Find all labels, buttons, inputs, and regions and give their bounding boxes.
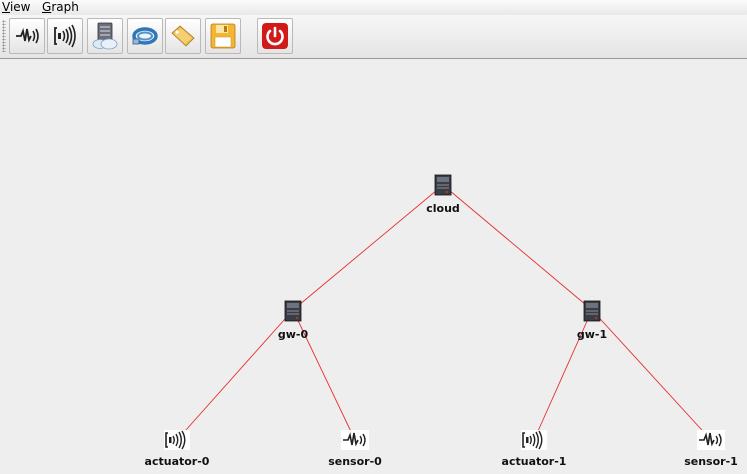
actuator-wave-icon	[521, 430, 547, 450]
edge-gw0-actuator0	[176, 309, 294, 441]
toolbar-grip[interactable]	[2, 20, 6, 52]
server-icon	[284, 300, 302, 322]
actuator-wave-icon	[54, 24, 76, 48]
folder-icon	[171, 25, 195, 47]
exit-button[interactable]	[257, 18, 293, 54]
add-link-button[interactable]	[127, 18, 163, 54]
sensor-wave-icon	[16, 27, 39, 44]
topology-canvas[interactable]: cloud gw-0 gw-1	[0, 59, 747, 474]
node-label-cloud: cloud	[426, 202, 460, 215]
node-sensor-1[interactable]: sensor-1	[684, 430, 738, 468]
edge-cloud-gw1	[442, 184, 593, 311]
node-label-actuator-0: actuator-0	[144, 455, 210, 468]
node-gw-0[interactable]: gw-0	[278, 300, 308, 341]
save-button[interactable]	[205, 18, 241, 54]
actuator-wave-icon	[164, 430, 190, 450]
add-sensor-button[interactable]	[9, 18, 45, 54]
node-label-gw-1: gw-1	[576, 328, 608, 341]
edge-gw0-sensor0	[292, 309, 356, 441]
sensor-wave-icon	[697, 430, 725, 450]
server-icon	[434, 174, 452, 196]
node-actuator-0[interactable]: actuator-0	[145, 430, 209, 468]
open-button[interactable]	[165, 18, 201, 54]
edge-cloud-gw0	[292, 184, 444, 311]
floppy-disk-icon	[210, 23, 236, 49]
server-cloud-icon	[92, 22, 118, 50]
server-icon	[583, 300, 601, 322]
node-cloud[interactable]: cloud	[426, 174, 460, 215]
menu-graph[interactable]: Graph	[42, 0, 79, 14]
cable-icon	[132, 27, 158, 45]
menu-bar: View Graph	[0, 0, 747, 15]
sensor-wave-icon	[341, 430, 369, 450]
node-gw-1[interactable]: gw-1	[577, 300, 607, 341]
edge-gw1-sensor1	[591, 309, 712, 441]
edge-gw1-actuator1	[533, 309, 593, 441]
add-fog-device-button[interactable]	[87, 18, 123, 54]
edge-layer	[176, 184, 712, 441]
toolbar	[0, 15, 747, 59]
node-label-sensor-0: sensor-0	[328, 455, 382, 468]
node-actuator-1[interactable]: actuator-1	[502, 430, 566, 468]
node-label-sensor-1: sensor-1	[684, 455, 738, 468]
power-icon	[262, 23, 288, 49]
menu-view[interactable]: View	[2, 0, 31, 14]
node-sensor-0[interactable]: sensor-0	[328, 430, 382, 468]
add-actuator-button[interactable]	[47, 18, 83, 54]
node-label-gw-0: gw-0	[277, 328, 309, 341]
node-label-actuator-1: actuator-1	[501, 455, 567, 468]
